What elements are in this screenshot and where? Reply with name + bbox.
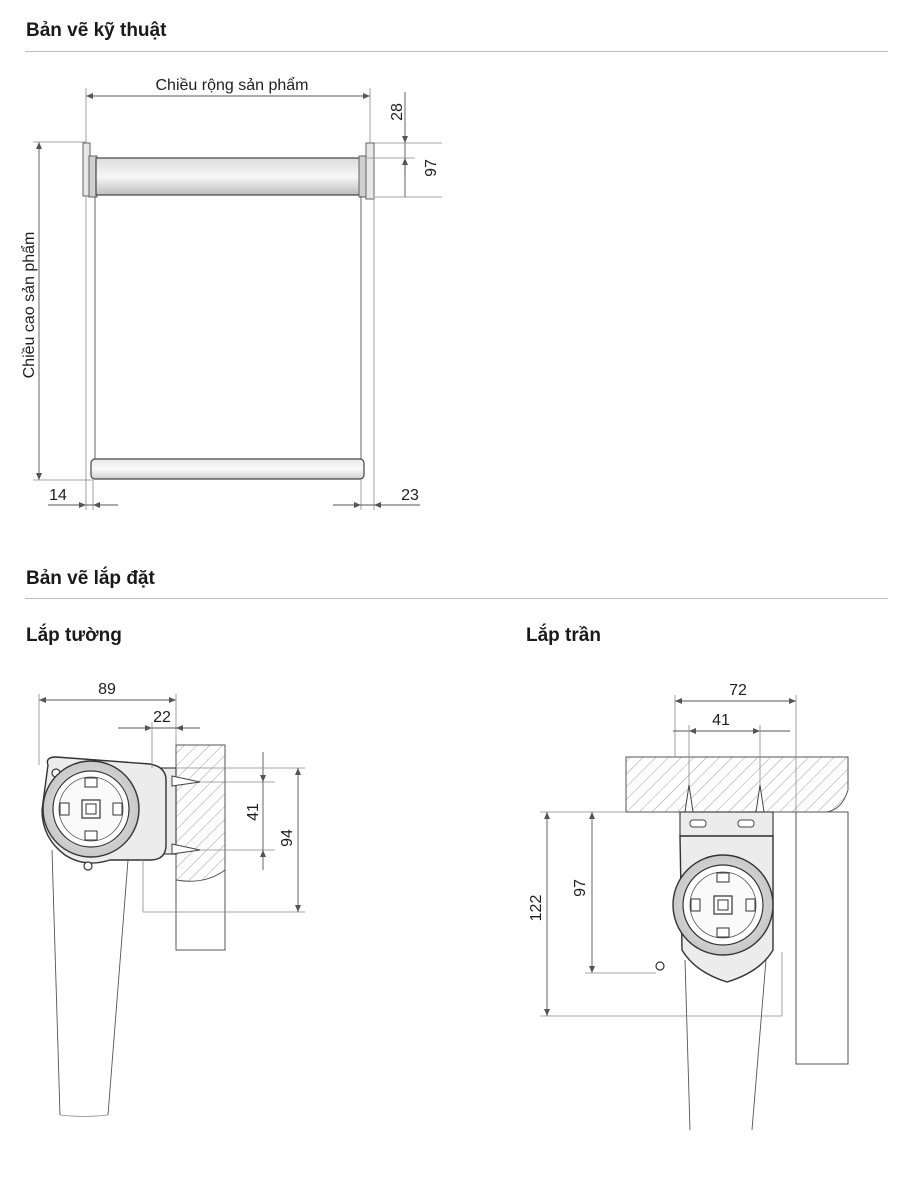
installation-drawing-heading: Bản vẽ lắp đặt (26, 568, 155, 589)
dim-14-label: 14 (49, 487, 67, 504)
dim-72-label: 72 (729, 682, 747, 699)
dim-94: 94 (176, 767, 305, 913)
bottom-bar (90, 458, 365, 480)
dim-22: 22 (118, 709, 200, 768)
screw (171, 843, 201, 855)
dim-97-label: 97 (423, 159, 440, 177)
dim-97: 97 (374, 158, 442, 198)
roller-tube (82, 142, 375, 200)
fabric-panel (94, 196, 362, 460)
height-dimension: Chiều cao sản phẩm (20, 141, 93, 481)
fabric-drop (51, 849, 129, 1117)
wall-mount-heading: Lắp tường (26, 625, 122, 646)
dim-89-label: 89 (98, 681, 116, 698)
dim-28-label: 28 (389, 103, 406, 121)
dim-14: 14 (48, 487, 118, 508)
dim-41-ceiling-label: 41 (712, 712, 730, 729)
dim-23-label: 23 (401, 487, 419, 504)
dim-23: 23 (333, 487, 420, 508)
technical-drawing-heading: Bản vẽ kỹ thuật (26, 20, 167, 41)
dim-122: 122 (528, 811, 782, 1017)
dim-94-label: 94 (279, 829, 296, 847)
ceiling (625, 756, 849, 813)
dim-41-ceiling: 41 (673, 712, 790, 785)
dim-97-ceiling-label: 97 (572, 879, 589, 897)
dim-72: 72 (674, 682, 797, 812)
dim-97-ceiling: 97 (572, 812, 656, 974)
dim-41-wall: 41 (200, 752, 275, 870)
section-divider (25, 51, 888, 52)
screw (171, 775, 201, 787)
dim-122-label: 122 (528, 895, 545, 922)
width-label: Chiều rộng sản phẩm (156, 76, 309, 94)
dim-89: 89 (38, 681, 177, 765)
side-wall (795, 811, 849, 1065)
ceiling-mount-heading: Lắp trần (526, 625, 601, 646)
fabric-drop (684, 959, 767, 1131)
section-divider (25, 598, 888, 599)
height-label: Chiều cao sản phẩm (20, 232, 38, 379)
dim-22-label: 22 (153, 709, 171, 726)
dim-41-wall-label: 41 (245, 803, 262, 821)
